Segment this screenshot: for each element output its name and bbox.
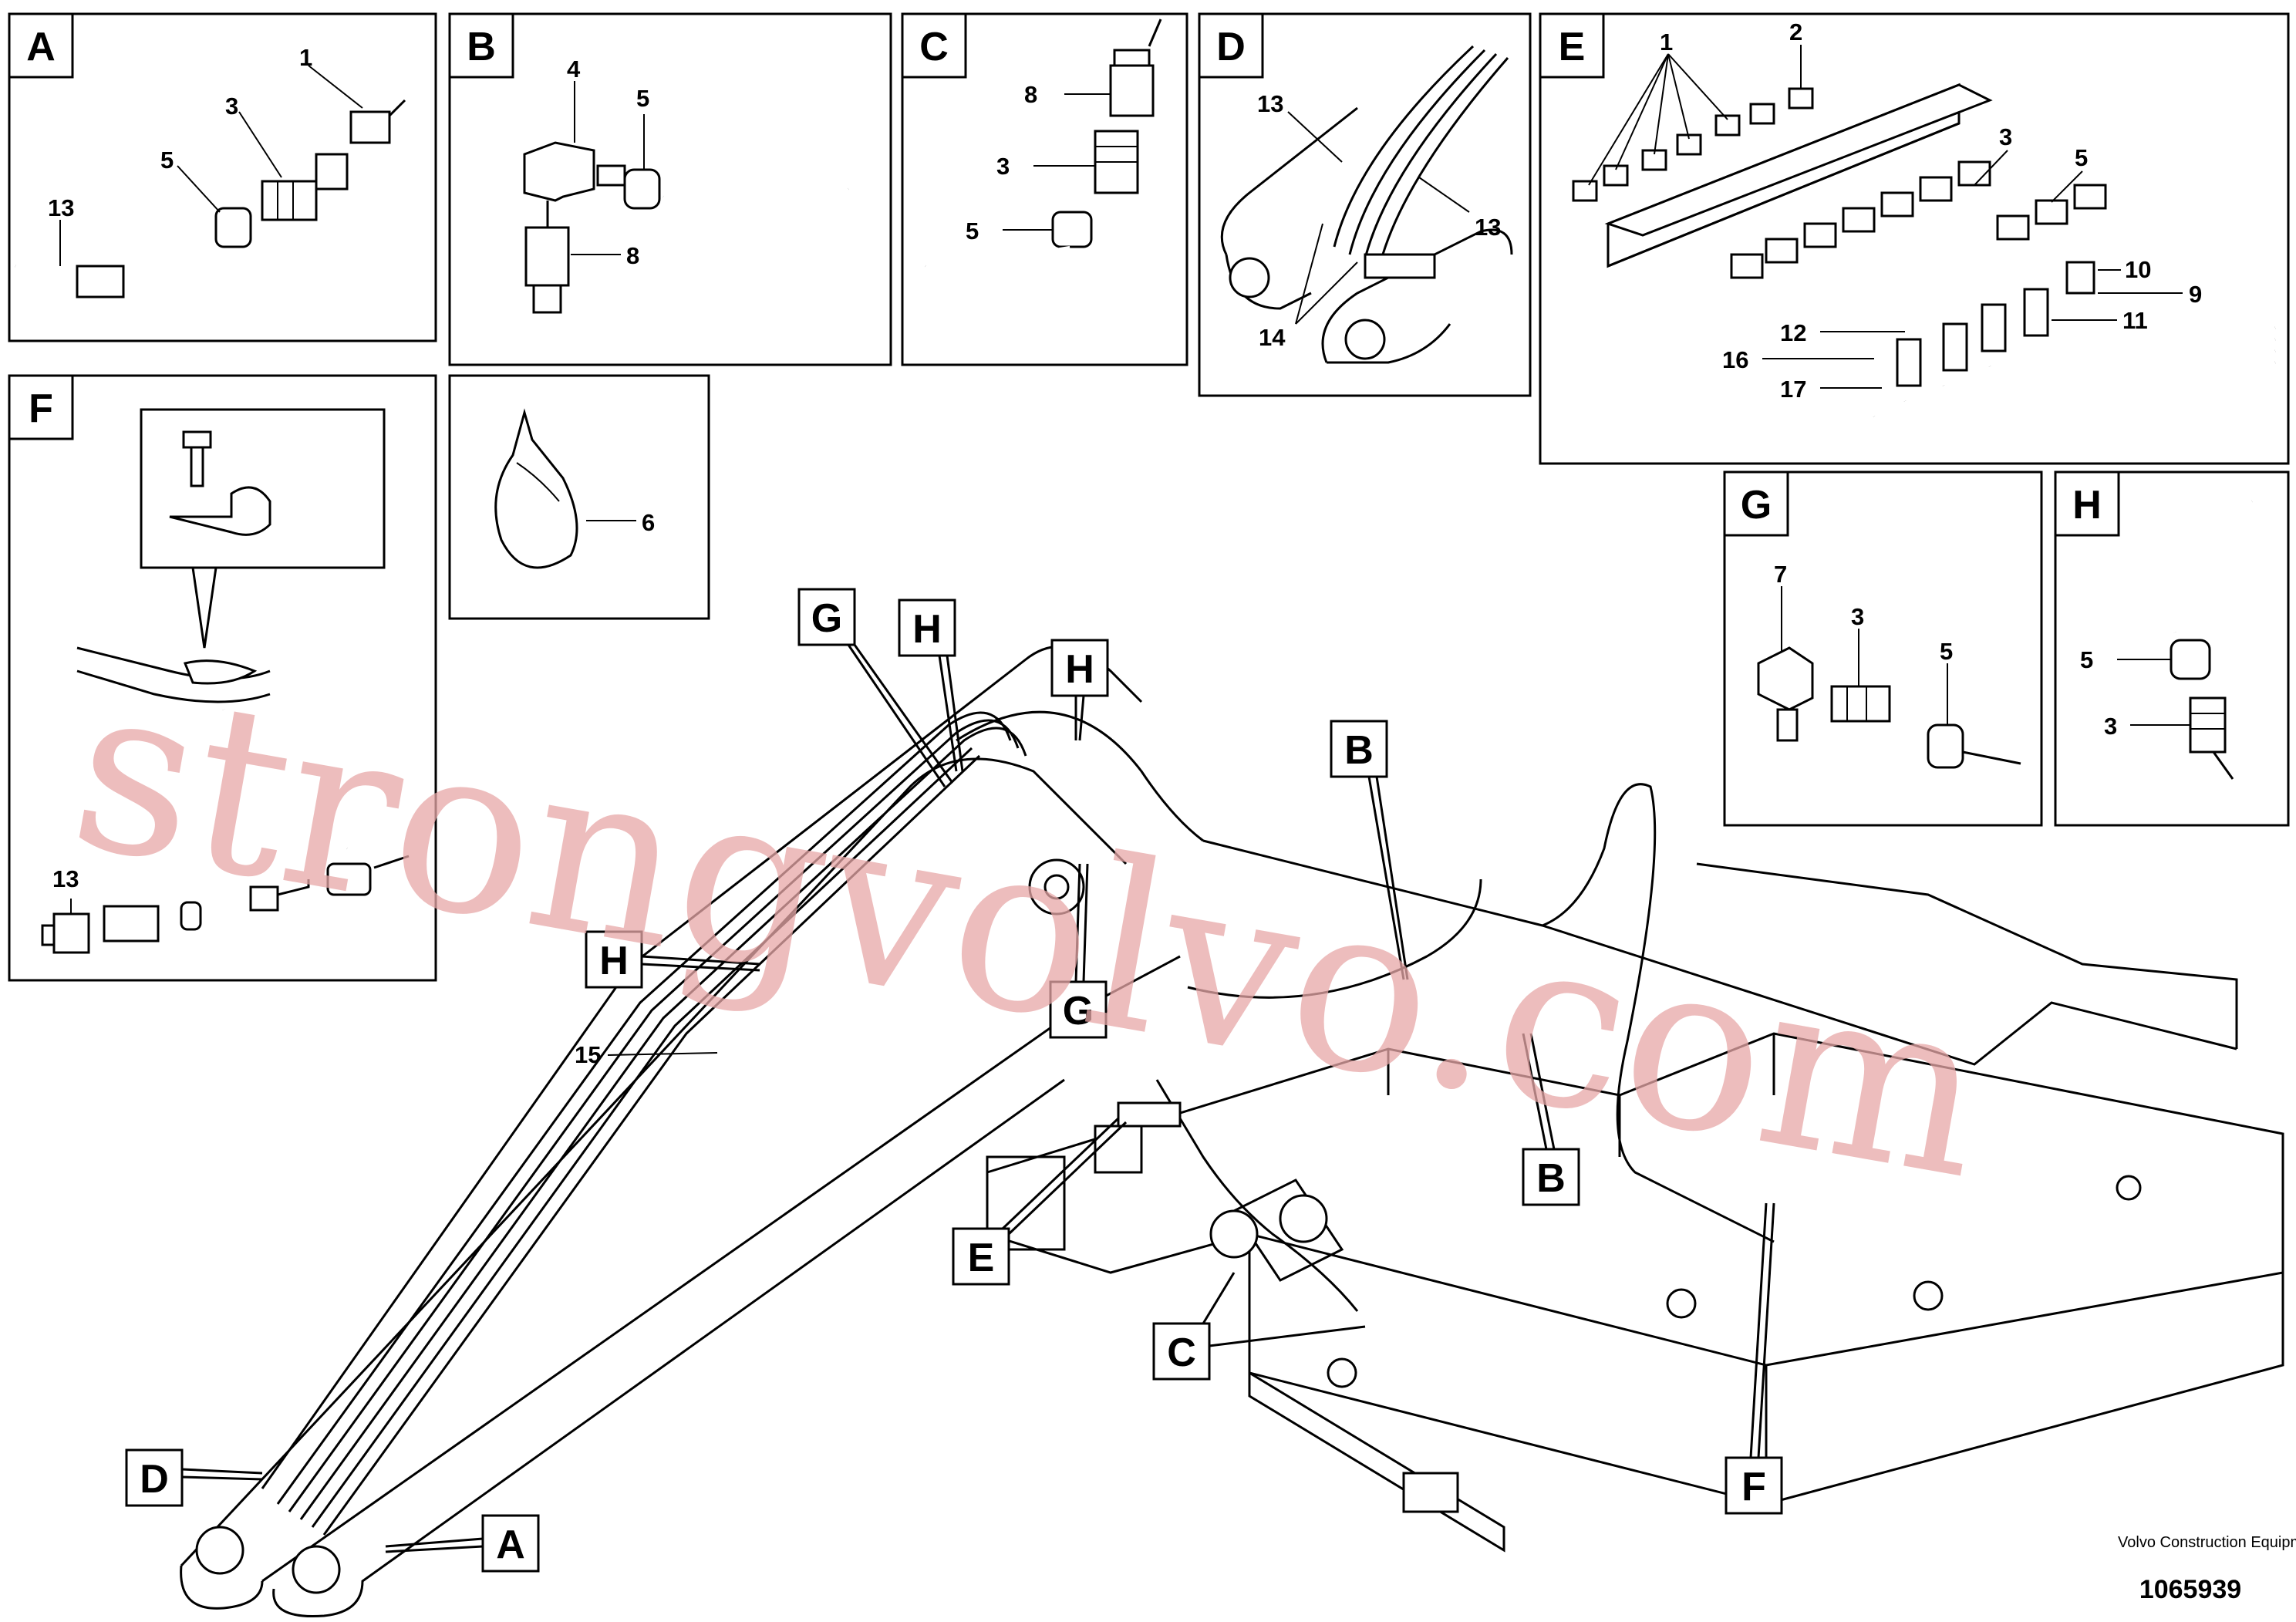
callout-g-5: 5	[1940, 638, 1953, 665]
panel-letter-c: C	[919, 25, 949, 69]
svg-text:15: 15	[575, 1041, 601, 1068]
panel-letter-b: B	[467, 25, 496, 69]
main-label-h-2: H	[1050, 639, 1109, 741]
callout-a-3: 3	[225, 93, 238, 120]
detail-panel-a: A 1 3 5 13	[8, 12, 437, 342]
footer: Volvo Construction Equipment 1065939	[2118, 1534, 2296, 1604]
callout-b-4: 4	[567, 56, 581, 83]
nut-part-5b	[623, 168, 661, 210]
main-label-d: D	[125, 1448, 263, 1507]
panel-letter-h: H	[2072, 483, 2102, 528]
svg-text:A: A	[496, 1523, 525, 1567]
callout-g-7: 7	[1774, 561, 1787, 588]
elbow-part-7	[1757, 646, 1814, 711]
detail-panel-b: B 4 5 8	[448, 12, 892, 366]
cable-tie-part	[494, 408, 578, 569]
main-label-f: F	[1725, 1202, 1783, 1515]
callout-e-16: 16	[1722, 346, 1748, 373]
callout-d-13-right: 13	[1475, 214, 1501, 241]
panel-letter-e: E	[1559, 25, 1586, 69]
nipple-part-1	[349, 110, 391, 144]
callout-h-5: 5	[2080, 646, 2093, 673]
callout-e-9: 9	[2189, 281, 2202, 308]
detail-panel-cable-tie: 6	[448, 374, 710, 620]
svg-text:G: G	[811, 596, 842, 641]
callout-a-5: 5	[160, 147, 174, 174]
panel-letter-a: A	[26, 25, 56, 69]
panel-letter-d: D	[1216, 25, 1246, 69]
svg-text:H: H	[912, 607, 942, 652]
callout-h-3: 3	[2104, 713, 2117, 740]
adapter-part-8c	[1109, 64, 1155, 117]
svg-text:B: B	[1536, 1156, 1566, 1201]
nut-part-5c	[1051, 211, 1093, 248]
nut-part-5h	[2170, 639, 2211, 680]
svg-text:C: C	[1167, 1330, 1196, 1375]
callout-g-3: 3	[1851, 603, 1864, 630]
detail-panel-g: G 7 3 5	[1723, 470, 2043, 827]
footer-company: Volvo Construction Equipment	[2118, 1534, 2296, 1551]
callout-e-11: 11	[2122, 307, 2148, 334]
upper-frame	[986, 862, 2284, 1553]
main-label-c: C	[1152, 1272, 1366, 1381]
svg-text:B: B	[1344, 728, 1374, 773]
callout-c-3: 3	[996, 153, 1010, 180]
callout-e-10: 10	[2125, 256, 2151, 283]
fitting-part-3g	[1830, 685, 1891, 723]
callout-c-8: 8	[1024, 81, 1037, 108]
svg-text:H: H	[1065, 647, 1094, 692]
panel-letter-g: G	[1741, 483, 1772, 528]
elbow-part-4	[523, 141, 595, 202]
callout-e-3: 3	[1999, 123, 2012, 150]
detail-panel-h: H 5 3	[2054, 470, 2290, 827]
callout-f-13: 13	[52, 865, 79, 892]
panel-letter-f: F	[29, 386, 53, 431]
detail-panel-e: E 1	[1539, 12, 2290, 465]
adapter-part-8	[524, 226, 570, 287]
main-label-h-1: H	[898, 599, 964, 772]
callout-b-8: 8	[626, 242, 639, 269]
fitting-part-3h	[2189, 696, 2227, 754]
main-label-e: E	[952, 1117, 1128, 1286]
main-label-b-2: B	[1522, 1033, 1580, 1206]
main-label-g-2: G	[1049, 863, 1108, 1039]
main-callout-15: 15	[575, 1041, 718, 1068]
callout-a-13: 13	[48, 194, 74, 221]
watermark-text: strongvolvo.com	[56, 630, 2004, 1230]
footer-doc-number: 1065939	[2139, 1575, 2241, 1604]
callout-e-5: 5	[2075, 144, 2088, 171]
main-label-b-1: B	[1330, 720, 1409, 980]
boom	[180, 645, 1181, 1618]
callout-c-5: 5	[966, 218, 979, 244]
callout-a-1: 1	[299, 44, 312, 71]
svg-text:H: H	[599, 939, 629, 983]
callout-d-13-left: 13	[1257, 90, 1283, 117]
callout-cable-tie-6: 6	[642, 509, 655, 536]
fitting-part-3	[261, 180, 318, 221]
detail-panel-c: C 8 3 5	[901, 12, 1188, 366]
detail-panel-f: F 13	[8, 374, 437, 982]
nut-part-5g	[1927, 723, 1964, 769]
main-label-a: A	[385, 1514, 540, 1573]
callout-d-14: 14	[1259, 324, 1286, 351]
callout-e-1: 1	[1660, 29, 1673, 56]
svg-text:D: D	[140, 1457, 169, 1502]
main-assembly-view: G H H B H G	[125, 588, 2284, 1618]
svg-text:G: G	[1063, 989, 1094, 1034]
clamp-part	[169, 486, 271, 536]
callout-e-12: 12	[1780, 319, 1806, 346]
main-label-g-1: G	[797, 588, 954, 787]
nut-part-5	[214, 207, 252, 248]
main-label-h-3: H	[585, 930, 760, 989]
svg-text:F: F	[1741, 1465, 1766, 1509]
callout-e-17: 17	[1780, 376, 1806, 403]
callout-e-2: 2	[1789, 19, 1802, 46]
detail-panel-d: D 13 13 14	[1198, 12, 1532, 397]
svg-text:E: E	[968, 1236, 995, 1280]
callout-b-5: 5	[636, 85, 649, 112]
